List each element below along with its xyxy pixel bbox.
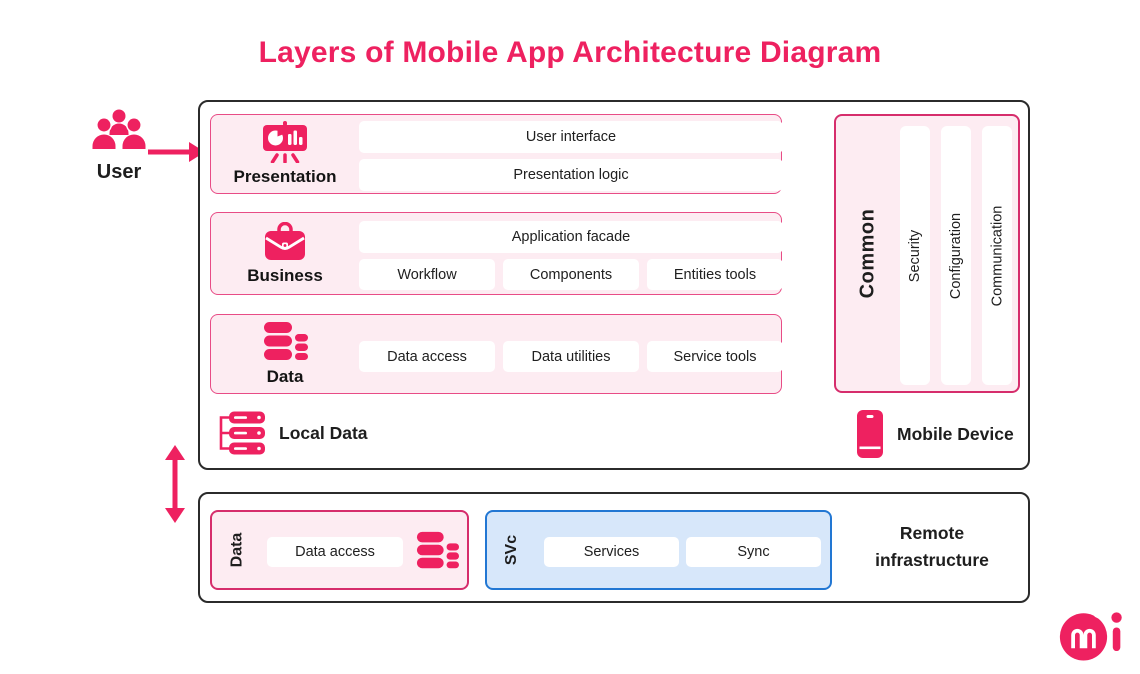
common-label: Common <box>856 208 879 299</box>
presentation-label: Presentation <box>233 167 337 186</box>
data-utilities-chip: Data utilities <box>503 341 639 372</box>
service-tools-chip: Service tools <box>647 341 783 372</box>
page-title: Layers of Mobile App Architecture Diagra… <box>258 36 882 69</box>
presentation-layer: Presentation User interface Presentation… <box>210 114 783 194</box>
remote-data-access-chip: Data access <box>267 537 403 567</box>
entities-tools-chip: Entities tools <box>647 259 783 290</box>
common-col-security: Security <box>900 126 930 385</box>
database-icon <box>262 321 308 363</box>
components-chip: Components <box>503 259 639 290</box>
local-data-label: Local Data <box>279 422 368 443</box>
business-label: Business <box>247 265 323 285</box>
remote-infrastructure-box: Data Data access SVc Services Sync <box>198 492 1030 603</box>
services-chip: Services <box>544 537 679 567</box>
user-label: User <box>96 161 142 183</box>
mobile-device-label: Mobile Device <box>897 423 1014 444</box>
data-label: Data <box>266 367 304 386</box>
mi-logo <box>1058 606 1126 664</box>
remote-data-label: Data <box>228 532 245 568</box>
smartphone-icon <box>857 410 883 458</box>
remote-infrastructure-label: Remote infrastructure <box>875 523 989 570</box>
data-access-chip: Data access <box>359 341 495 372</box>
common-col-configuration: Configuration <box>941 126 971 385</box>
mobile-device-item: Mobile Device <box>857 410 1014 458</box>
mobile-device-box: Presentation User interface Presentation… <box>198 100 1030 470</box>
common-col-communication: Communication <box>982 126 1012 385</box>
user-group-icon <box>92 108 146 154</box>
common-box: Common Security Configuration Communicat… <box>834 114 1020 393</box>
local-data-item: Local Data <box>215 410 368 456</box>
server-stack-icon <box>215 410 265 456</box>
business-layer: Business Application facade Workflow Com… <box>210 212 783 295</box>
remote-data-group: Data Data access <box>210 510 469 590</box>
user-block: User <box>84 108 154 184</box>
remote-svc-group: SVc Services Sync <box>485 510 832 590</box>
presentation-chart-icon <box>262 121 308 163</box>
user-interface-chip: User interface <box>359 121 783 153</box>
briefcase-icon <box>263 221 307 262</box>
data-layer: Data Data access Data utilities Service … <box>210 314 783 394</box>
database-icon <box>415 529 459 573</box>
workflow-chip: Workflow <box>359 259 495 290</box>
arrow-vertical-double-icon <box>163 444 187 524</box>
arrow-right-icon <box>148 140 206 164</box>
presentation-logic-chip: Presentation logic <box>359 159 783 191</box>
application-facade-chip: Application facade <box>359 221 783 253</box>
sync-chip: Sync <box>686 537 821 567</box>
svc-label: SVc <box>503 534 520 566</box>
